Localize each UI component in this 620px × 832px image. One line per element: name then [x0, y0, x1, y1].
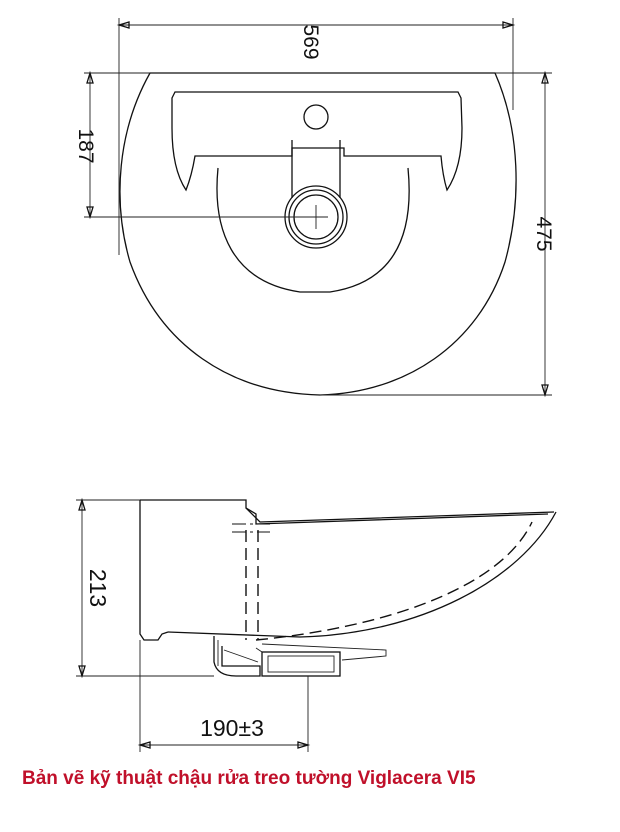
top-view: 569 187 475 [74, 18, 555, 398]
basin-outline-top [119, 72, 517, 396]
drawing-caption: Bản vẽ kỹ thuật chậu rửa treo tường Vigl… [22, 768, 476, 789]
dim-drain-offset-label: 187 [74, 128, 97, 163]
overflow-channel [291, 140, 341, 198]
bowl-interior [216, 167, 410, 293]
dimension-depth: 475 [320, 70, 555, 398]
dim-width-label: 569 [299, 24, 322, 59]
drain-centerline [232, 523, 270, 533]
dim-wall-to-drain-label: 190±3 [200, 715, 264, 741]
dim-depth-label: 475 [532, 216, 555, 251]
faucet-deck [171, 91, 463, 192]
bowl-hidden-line [255, 521, 533, 641]
dimension-drain-offset: 187 [74, 70, 316, 220]
dimension-wall-to-drain: 190±3 [137, 640, 311, 752]
drain-body [213, 636, 261, 677]
basin-rim [245, 507, 555, 523]
drain-plug [261, 651, 341, 677]
dimension-height: 213 [76, 497, 214, 679]
drain-plug-inner [267, 655, 335, 673]
faucet-hole [303, 104, 329, 130]
basin-back-wall [140, 499, 549, 525]
basin-bottom-outline [167, 511, 557, 638]
overflow-hidden-line [245, 530, 259, 640]
drain-body-detail [217, 640, 259, 666]
dimension-width: 569 [116, 18, 516, 255]
side-view: 213 190±3 [76, 497, 557, 752]
drain-plug-lines [255, 643, 387, 661]
basin-back-side [139, 500, 169, 641]
dim-height-label: 213 [85, 569, 111, 607]
